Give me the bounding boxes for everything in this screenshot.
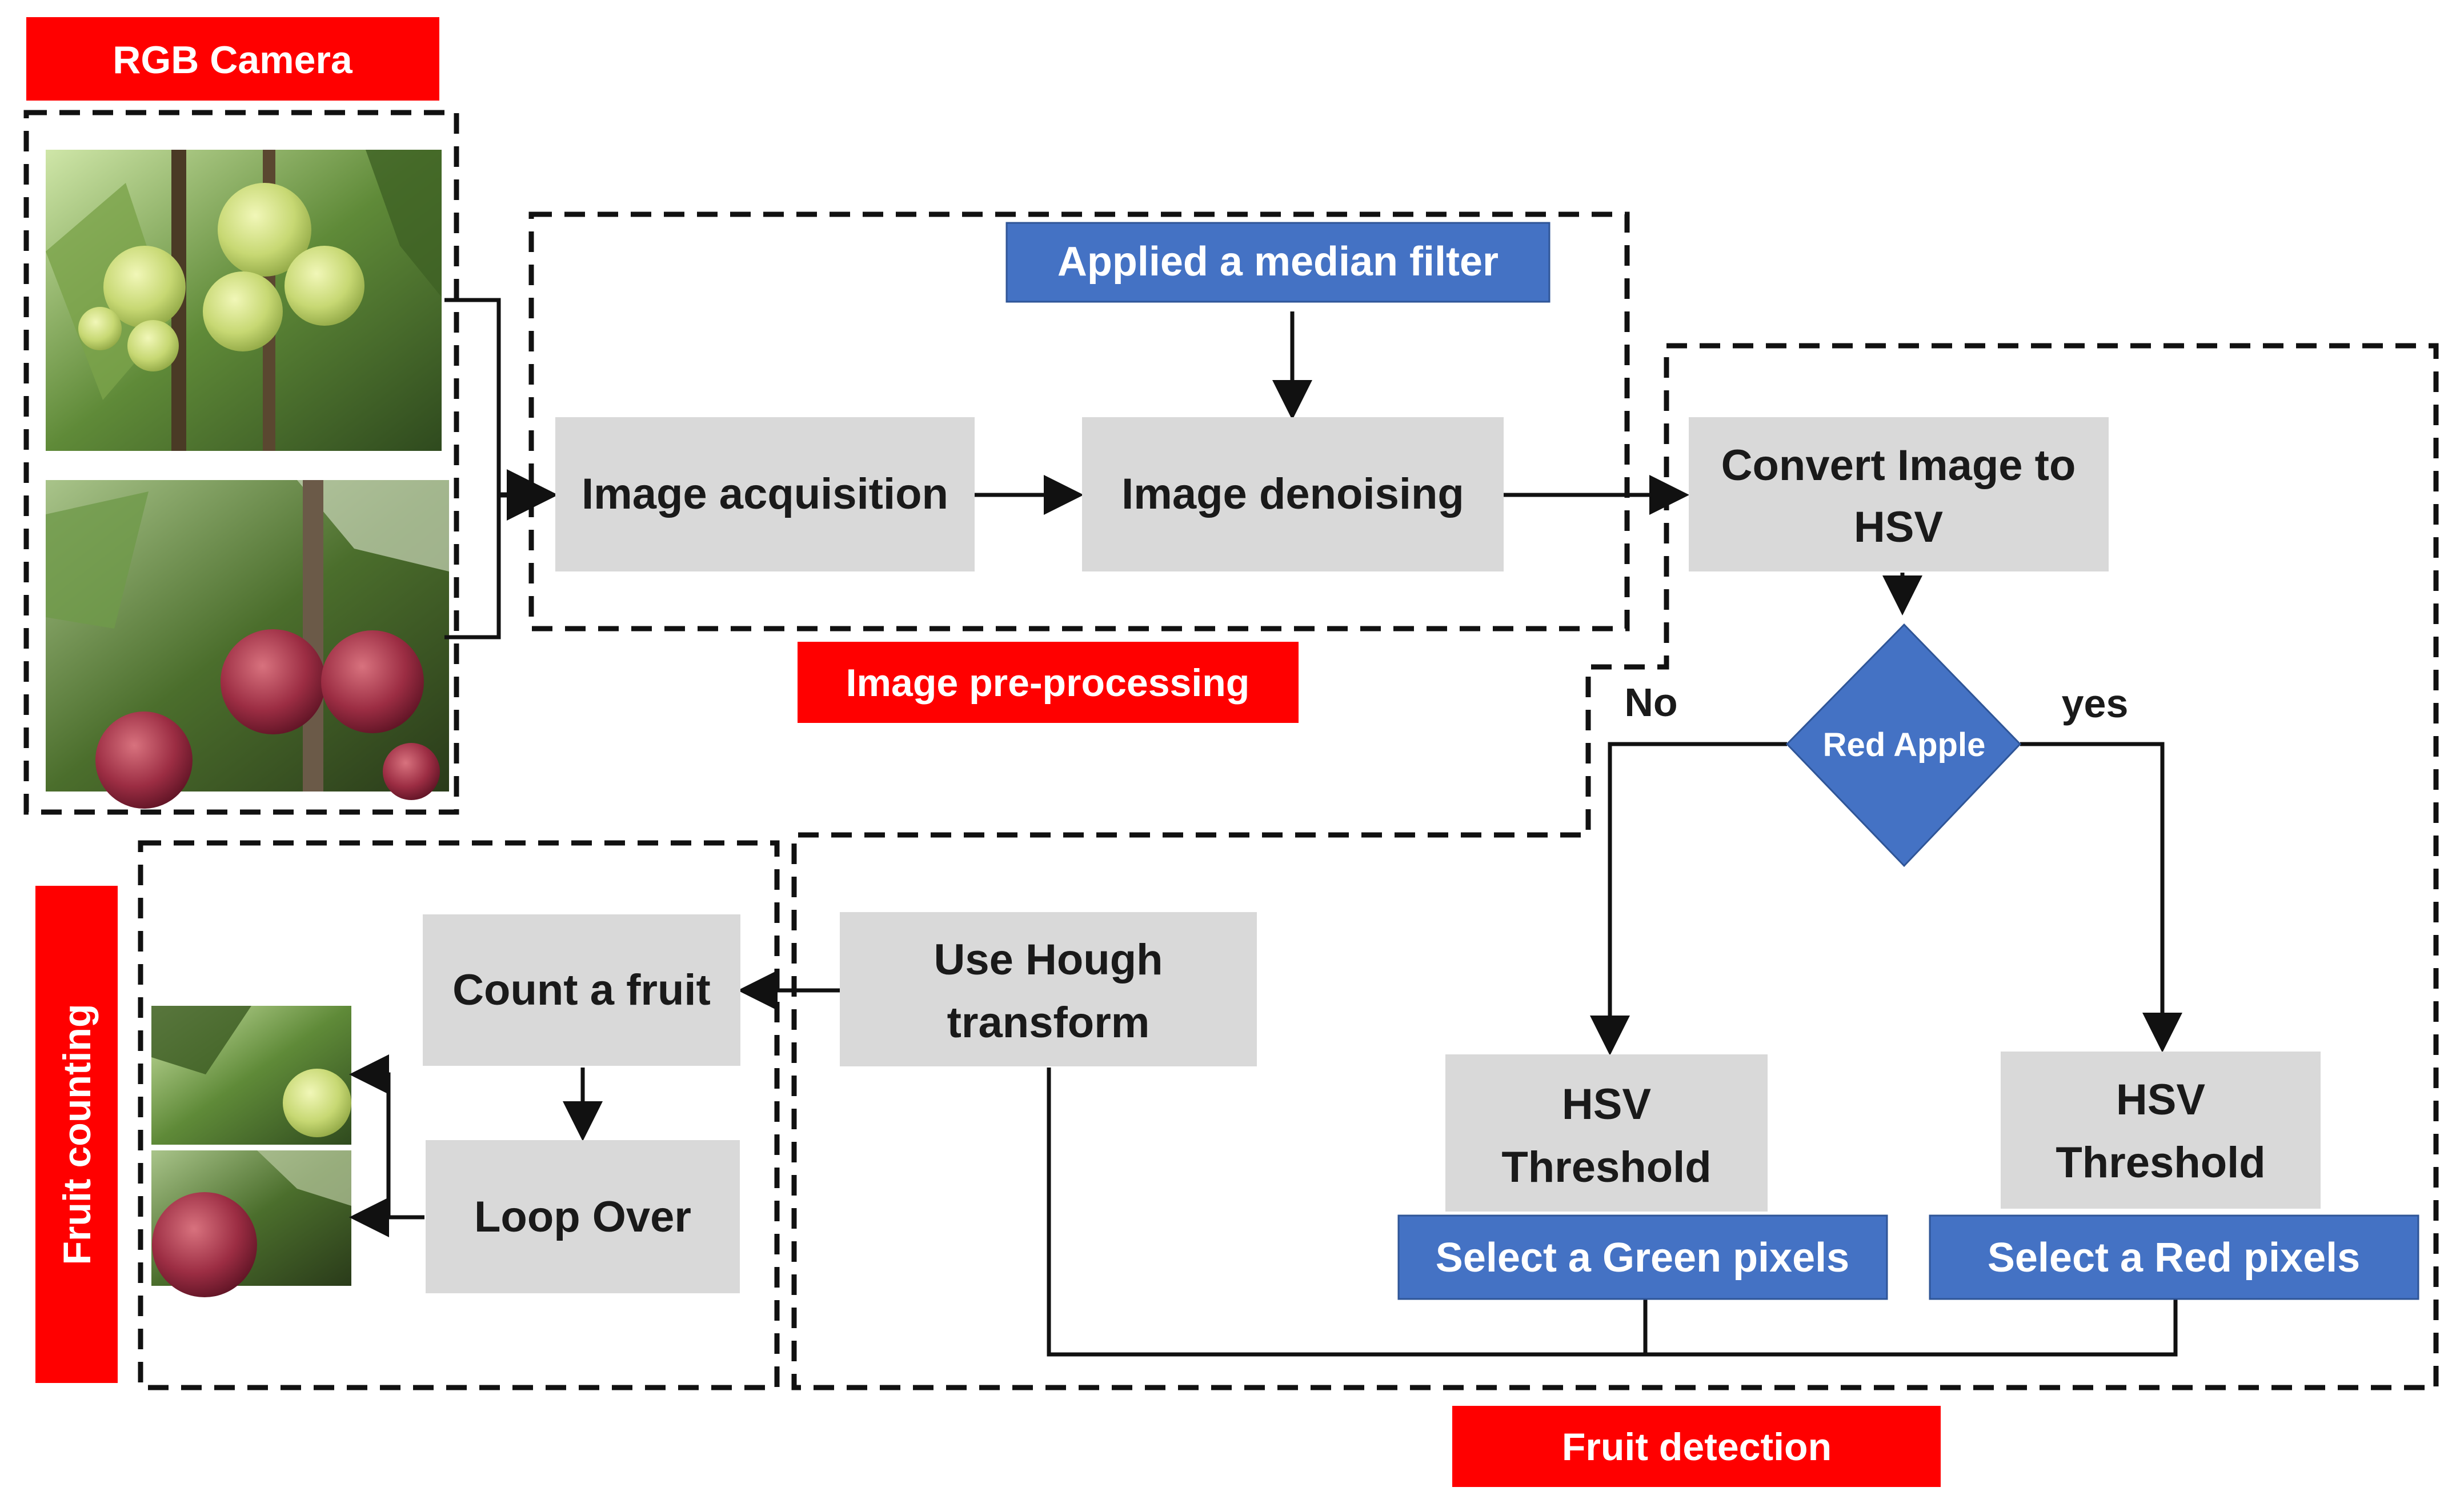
svg-text:Applied a median filter: Applied a median filter — [1057, 239, 1499, 285]
svg-text:Image acquisition: Image acquisition — [582, 470, 948, 518]
green-apple-photo — [46, 150, 442, 451]
svg-text:Fruit counting: Fruit counting — [55, 1004, 99, 1265]
camera-bracket-connector — [444, 298, 501, 639]
svg-text:Image pre-processing: Image pre-processing — [846, 661, 1250, 705]
threshold-to-hough-connector — [1047, 1068, 2178, 1357]
count-fruit-box: Count a fruit — [423, 914, 740, 1066]
convert-hsv-box: Convert Image to HSV — [1689, 417, 2109, 571]
svg-text:transform: transform — [947, 998, 1150, 1047]
median-filter-box: Applied a median filter — [1005, 222, 1550, 303]
svg-text:Select a Red pixels: Select a Red pixels — [1988, 1235, 2360, 1281]
svg-text:RGB Camera: RGB Camera — [113, 38, 353, 82]
svg-text:HSV: HSV — [1562, 1080, 1652, 1129]
loop-over-box: Loop Over — [426, 1140, 740, 1293]
svg-text:Loop Over: Loop Over — [474, 1193, 691, 1241]
svg-text:HSV: HSV — [1854, 503, 1944, 551]
svg-text:Red Apple: Red Apple — [1823, 726, 1986, 764]
hsv-threshold-left-box: HSV Threshold — [1445, 1054, 1768, 1212]
image-acquisition-box: Image acquisition — [555, 417, 975, 571]
svg-text:Fruit detection: Fruit detection — [1562, 1425, 1832, 1469]
red-apple-photo — [46, 480, 449, 809]
hough-transform-box: Use Hough transform — [840, 912, 1257, 1066]
svg-text:Count a fruit: Count a fruit — [452, 966, 711, 1014]
svg-text:Threshold: Threshold — [1501, 1143, 1711, 1192]
rgb-camera-label: RGB Camera — [26, 17, 439, 101]
decision-yes-branch — [2020, 742, 2182, 1053]
image-denoising-box: Image denoising — [1082, 417, 1504, 571]
svg-text:Select a Green pixels: Select a Green pixels — [1436, 1235, 1849, 1281]
svg-text:HSV: HSV — [2116, 1076, 2206, 1124]
loop-to-green-thumbnail-arrow — [349, 1054, 424, 1220]
counting-group-border — [138, 840, 780, 1390]
svg-text:Threshold: Threshold — [2056, 1138, 2265, 1187]
preprocessing-group-border — [528, 211, 1630, 631]
pre-processing-label: Image pre-processing — [798, 642, 1299, 723]
detection-group-border — [791, 343, 2439, 1390]
red-apple-decision-diamond: Red Apple — [1785, 623, 2022, 868]
decision-no-branch — [1590, 742, 1787, 1056]
hsv-threshold-right-box: HSV Threshold — [2001, 1052, 2321, 1209]
branch-yes-label: yes — [2062, 681, 2129, 726]
branch-no-label: No — [1624, 680, 1677, 725]
select-red-pixels-box: Select a Red pixels — [1929, 1214, 2419, 1300]
green-apple-thumbnail — [151, 1006, 351, 1145]
select-green-pixels-box: Select a Green pixels — [1397, 1214, 1888, 1300]
red-apple-thumbnail — [151, 1150, 351, 1297]
camera-group-border — [23, 110, 459, 815]
fruit-counting-label: Fruit counting — [35, 886, 118, 1383]
svg-text:Convert Image to: Convert Image to — [1721, 441, 2076, 490]
svg-text:Image denoising: Image denoising — [1121, 470, 1464, 518]
svg-text:Use Hough: Use Hough — [933, 936, 1163, 984]
fruit-detection-label: Fruit detection — [1452, 1406, 1941, 1487]
